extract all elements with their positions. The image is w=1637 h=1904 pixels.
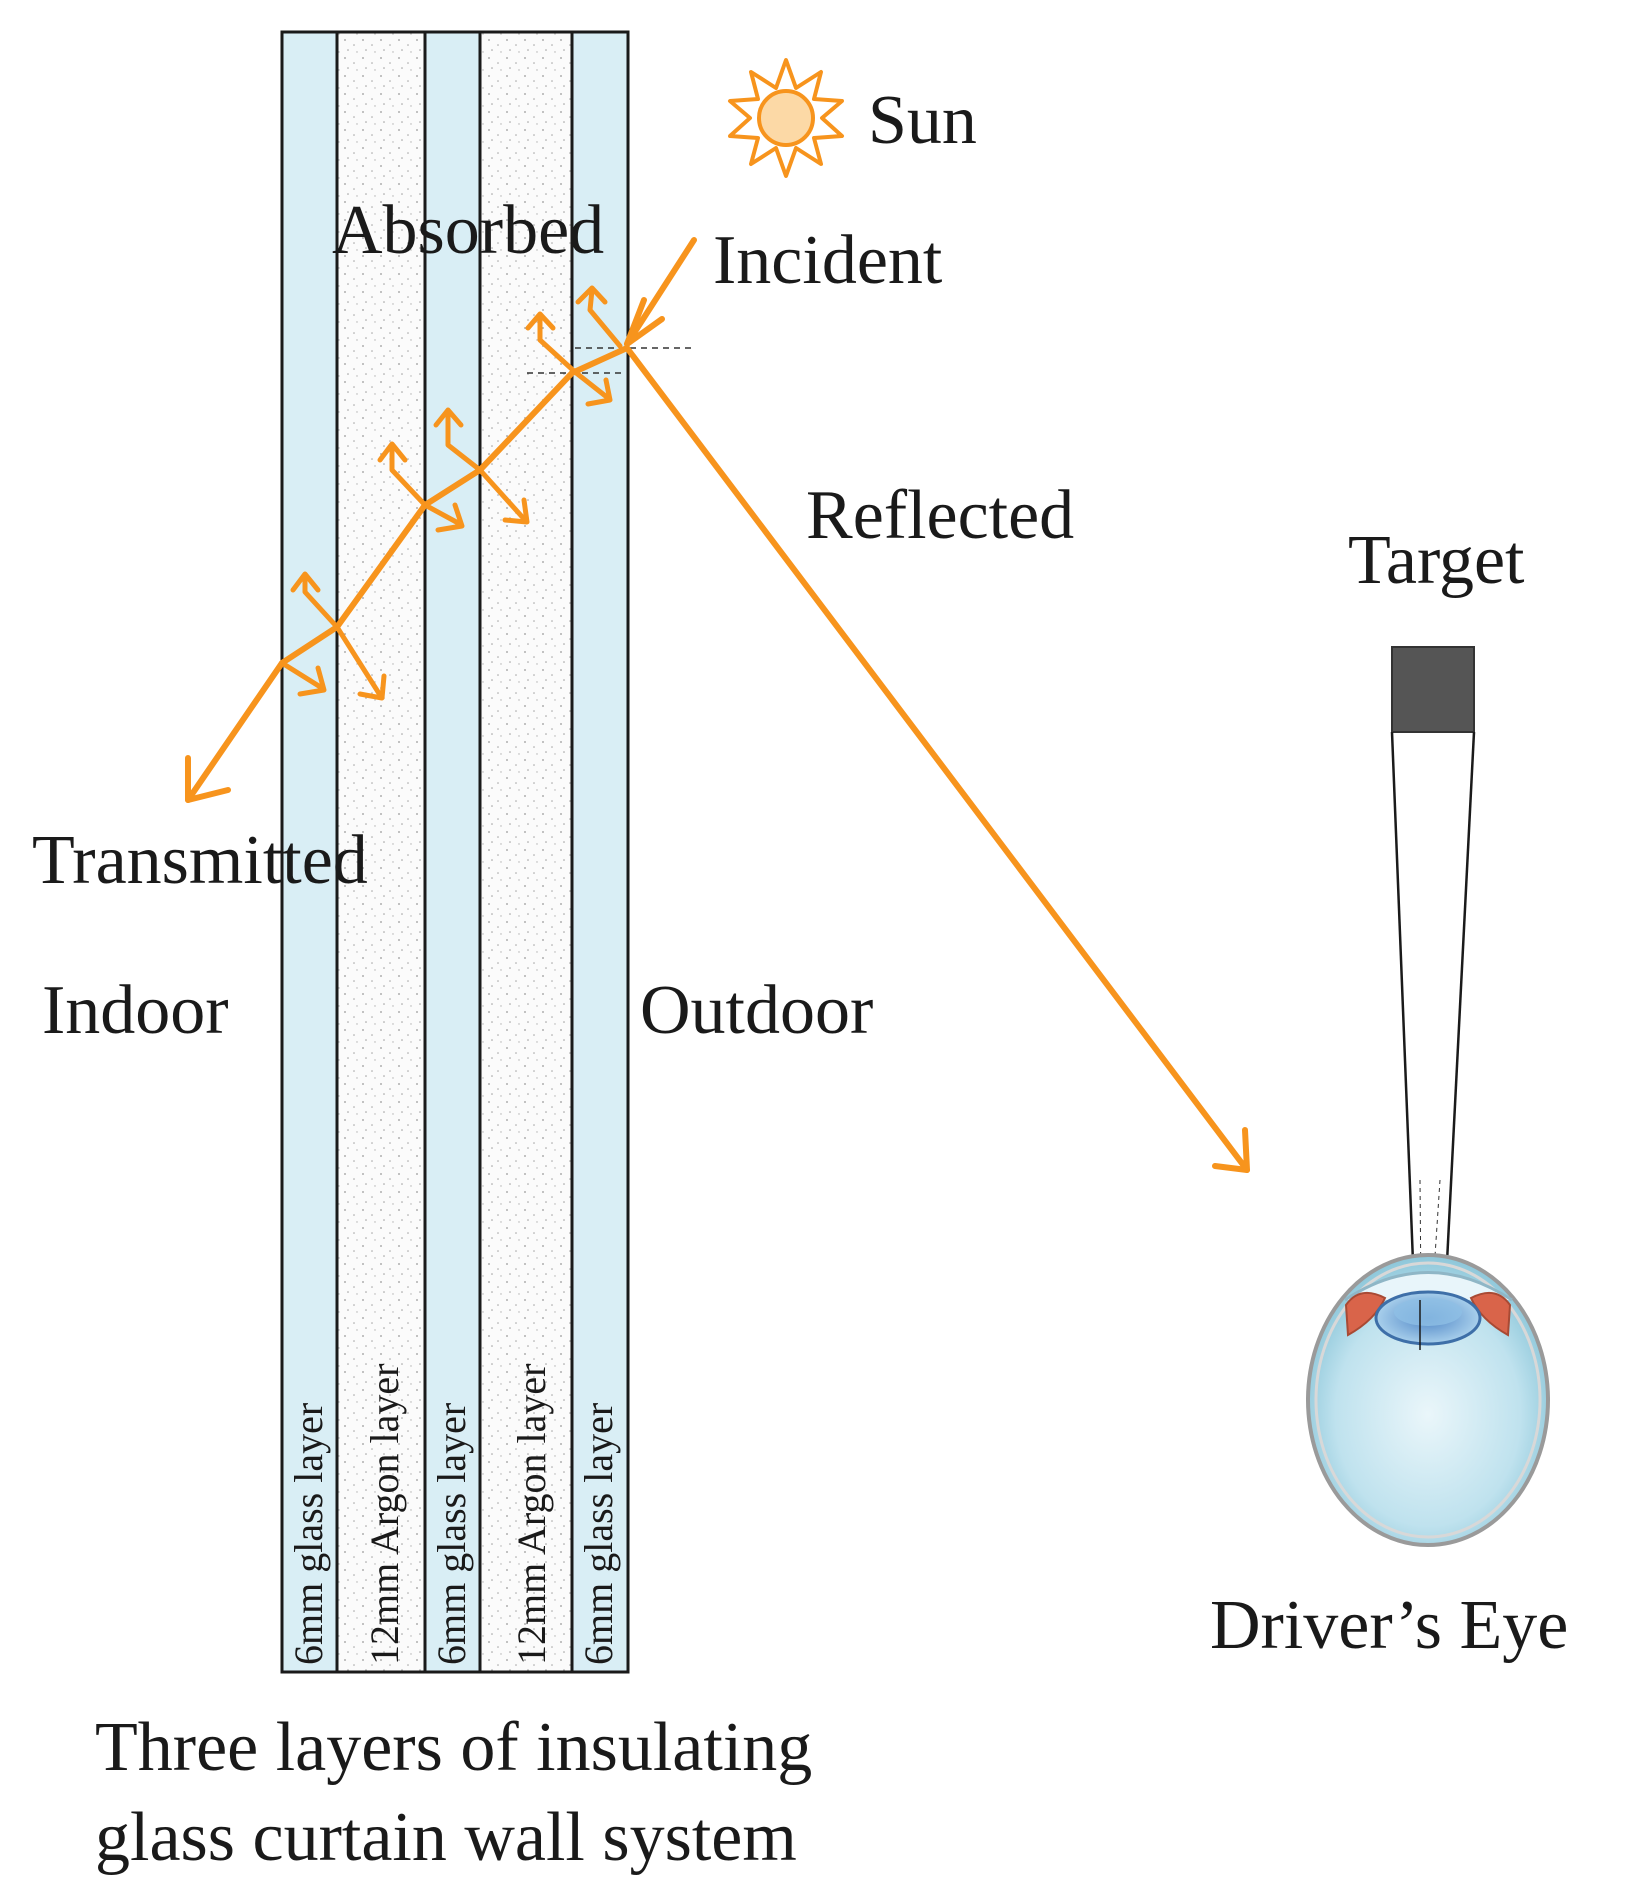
transmitted-label: Transmitted: [32, 822, 368, 899]
outdoor-label: Outdoor: [640, 972, 873, 1049]
sun-icon: [728, 58, 844, 178]
layer-label-3: 6mm glass layer: [429, 1403, 474, 1665]
target-label: Target: [1348, 522, 1525, 599]
reflected-label: Reflected: [806, 477, 1074, 554]
curtain-wall: [280, 30, 630, 1674]
indoor-label: Indoor: [42, 972, 229, 1049]
reflected-arrowhead: [1212, 1127, 1250, 1173]
rays: [185, 237, 1250, 1173]
glass-layer-1: [280, 30, 339, 1674]
glass-layer-3: [570, 30, 630, 1674]
eye-icon: [1306, 1253, 1550, 1547]
incident-label: Incident: [713, 222, 943, 299]
reflected-ray: [624, 345, 1250, 1173]
caption-line-1: Three layers of insulating: [95, 1709, 812, 1786]
layer-label-5: 6mm glass layer: [576, 1403, 621, 1665]
layer-label-2: 12mm Argon layer: [362, 1364, 407, 1665]
incident-ray: [624, 237, 697, 347]
transmitted-ray: [185, 660, 285, 803]
internal-reflections: [279, 285, 623, 701]
absorbed-label: Absorbed: [332, 192, 604, 269]
incident-arrowhead: [624, 297, 665, 347]
layer-label-4: 12mm Argon layer: [509, 1364, 554, 1665]
glass-layer-2: [423, 30, 482, 1674]
drivers-eye-label: Driver’s Eye: [1210, 1587, 1568, 1664]
transmitted-arrowhead: [185, 755, 231, 803]
caption-line-2: glass curtain wall system: [95, 1799, 797, 1876]
sight-lines: [1390, 731, 1476, 1263]
argon-layer-1: [335, 30, 427, 1674]
refracted-ray: [279, 345, 630, 666]
target-box: [1391, 646, 1475, 733]
layer-label-1: 6mm glass layer: [286, 1403, 331, 1665]
sun-label: Sun: [868, 82, 977, 159]
